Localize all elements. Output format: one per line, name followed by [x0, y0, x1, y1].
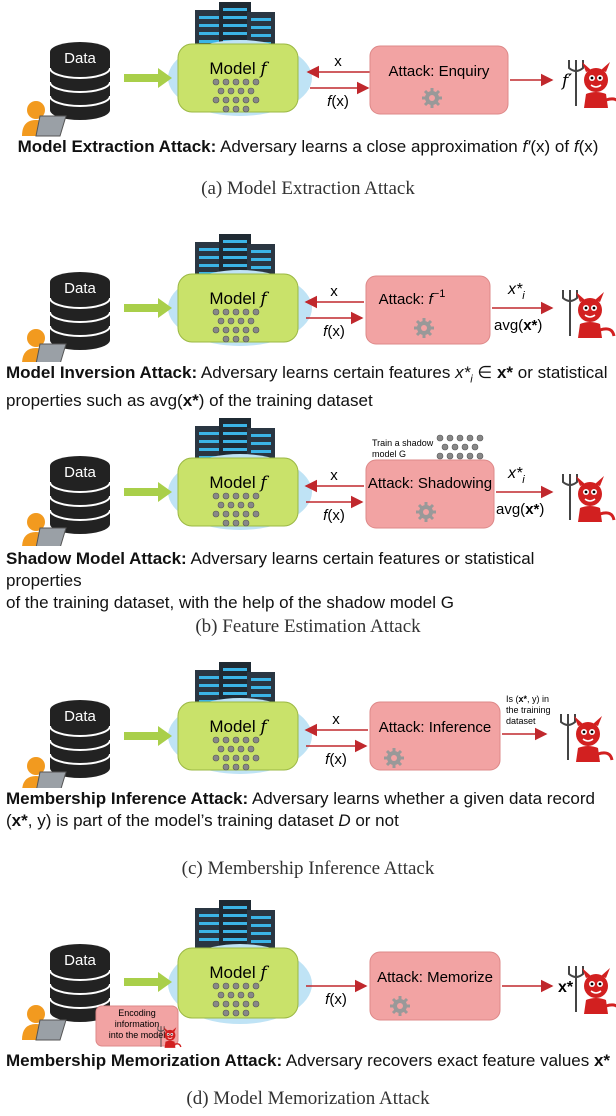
input-arrow: [124, 726, 172, 746]
gear-icon: [388, 994, 412, 1018]
inversion-description: Model Inversion Attack: Adversary learns…: [6, 363, 608, 411]
model-label: Model: [209, 717, 260, 736]
data-label: Data: [64, 280, 96, 297]
model-box: [177, 457, 299, 527]
svg-text:f(x): f(x): [323, 507, 345, 524]
extraction-description: Model Extraction Attack: Adversary learn…: [17, 137, 599, 156]
model-label: Model: [209, 289, 260, 308]
gear-icon: [414, 500, 438, 524]
x-label: x: [330, 467, 338, 484]
svg-text:f(x): f(x): [327, 93, 349, 110]
caption-a: (a) Model Extraction Attack: [201, 178, 415, 199]
output-xi: x*i: [507, 281, 525, 302]
svg-text:f(x): f(x): [325, 751, 347, 768]
caption-b: (b) Feature Estimation Attack: [195, 616, 421, 637]
shadow-description: Shadow Model Attack: Adversary learns ce…: [6, 549, 535, 612]
panel-membership-inference: Model f Data x f(x) Attack: Inference Is…: [0, 660, 616, 890]
data-label: Data: [64, 50, 96, 67]
inversion-diagram: Model f Data x f(x) Attack: f−1 x*i avg(…: [21, 234, 616, 365]
devil-adversary-icon: [559, 712, 614, 764]
x-label: x: [332, 711, 340, 728]
attack-box: [369, 701, 501, 771]
data-label: Data: [64, 952, 96, 969]
data-label: Data: [64, 464, 96, 481]
inference-diagram: Model f Data x f(x) Attack: Inference Is…: [21, 662, 614, 793]
gear-icon: [420, 86, 444, 110]
attack-box: [365, 459, 495, 529]
extraction-diagram: Model f Data x f(x) Attack: Enquiry f′: [21, 2, 616, 137]
caption-c: (c) Membership Inference Attack: [181, 858, 435, 879]
svg-text:Model f: Model f: [209, 963, 269, 983]
attack-label: Attack: Shadowing: [368, 475, 492, 492]
attack-label: Attack: Memorize: [377, 969, 493, 986]
data-label: Data: [64, 708, 96, 725]
model-box: [177, 273, 299, 343]
model-box: [177, 701, 299, 771]
caption-d: (d) Model Memorization Attack: [186, 1088, 430, 1109]
devil-adversary-icon: [567, 964, 616, 1016]
output-avg: avg(x*): [496, 501, 544, 518]
svg-text:Model f: Model f: [209, 289, 269, 309]
model-box: [177, 43, 299, 113]
x-label: x: [334, 53, 342, 70]
panel-model-extraction: Model f Data x f(x) Attack: Enquiry f′ M…: [0, 0, 616, 220]
attack-label: Attack: Enquiry: [389, 63, 490, 80]
input-arrow: [124, 298, 172, 318]
output-label: f′: [560, 71, 572, 91]
output-label: x*: [558, 979, 574, 996]
fx-f: f: [327, 93, 333, 110]
input-arrow: [124, 482, 172, 502]
model-label: Model: [209, 963, 260, 982]
input-arrow: [124, 68, 172, 88]
svg-text:Model f: Model f: [209, 59, 269, 79]
devil-adversary-icon: [561, 288, 616, 340]
encoding-box: [95, 1005, 179, 1047]
gear-icon: [382, 746, 406, 770]
memorization-description: Membership Memorization Attack: Adversar…: [6, 1051, 611, 1070]
gear-icon: [412, 316, 436, 340]
svg-text:Model f: Model f: [209, 473, 269, 493]
model-label: Model: [209, 473, 260, 492]
devil-adversary-icon: [561, 472, 616, 524]
input-arrow: [124, 972, 172, 992]
attack-box: [369, 951, 501, 1021]
output-avg: avg(x*): [494, 317, 542, 334]
devil-adversary-icon: [567, 58, 616, 110]
attack-label: Attack: Inference: [379, 719, 492, 736]
svg-text:Model f: Model f: [209, 717, 269, 737]
attack-box: [365, 275, 491, 345]
svg-text:f(x): f(x): [323, 323, 345, 340]
inference-description: Membership Inference Attack: Adversary l…: [6, 789, 595, 830]
model-box: [177, 947, 299, 1019]
output-xi: x*i: [507, 465, 525, 486]
x-label: x: [330, 283, 338, 300]
panel-model-inversion: Model f Data x f(x) Attack: f−1 x*i avg(…: [0, 232, 616, 412]
svg-text:f(x): f(x): [325, 991, 347, 1008]
model-label: Model: [209, 59, 260, 78]
attack-box: [369, 45, 509, 115]
attack-label: Attack: f−1: [379, 288, 446, 308]
